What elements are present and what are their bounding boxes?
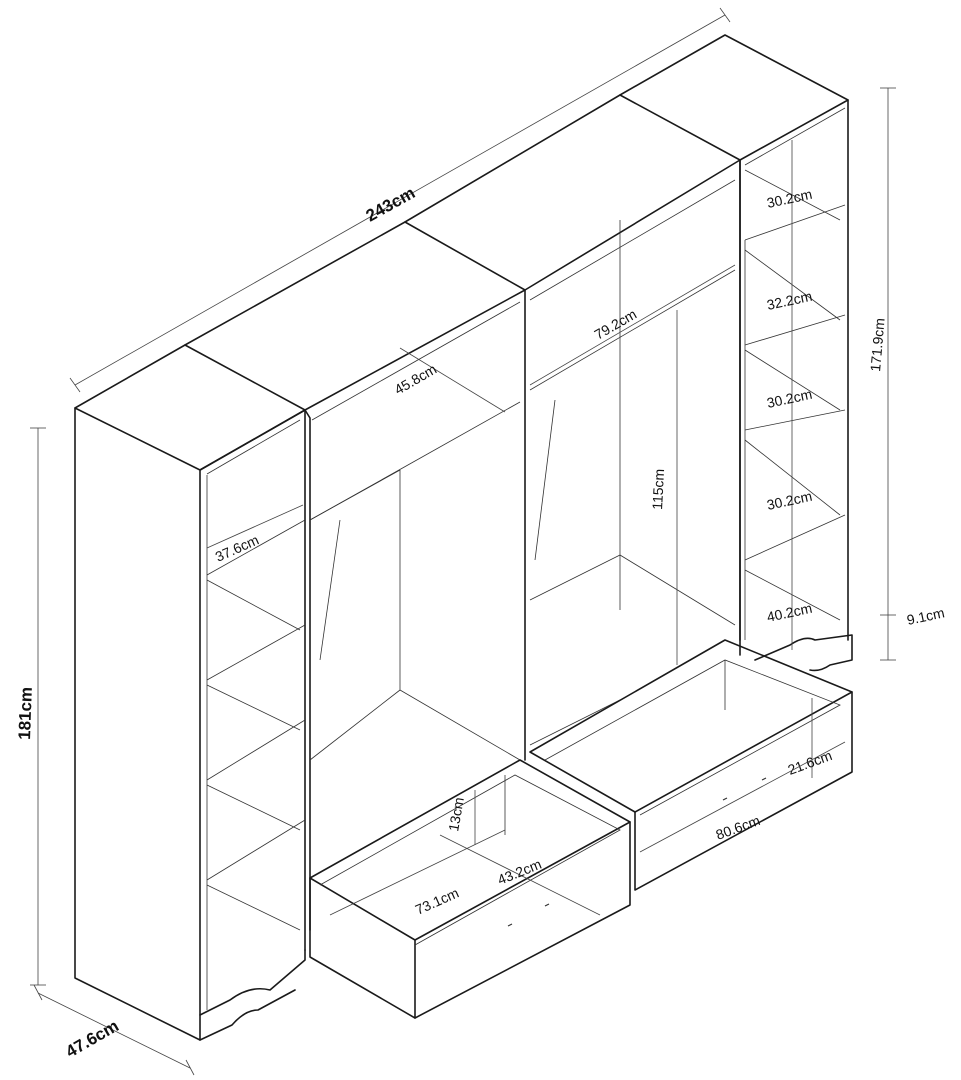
label-shelf-4: 30.2cm [765,488,813,513]
right-shelf-unit [619,34,853,672]
dimension-total-height: 181cm [15,427,46,986]
label-shelf-5: 40.2cm [765,600,813,625]
right-drawer [529,639,853,891]
left-shelf-unit [74,344,306,1041]
dimension-total-width: 243cm [69,7,731,393]
dimension-hanging: 115cm [649,310,678,665]
left-drawer [309,759,631,1019]
middle-right-bay [404,94,741,746]
label-rail: 79.2cm [592,306,640,343]
dimension-rail: 79.2cm [529,264,736,386]
label-drawer-left-height: 13cm [445,796,467,832]
label-hanging: 115cm [649,468,667,510]
label-right-height: 171.9cm [867,317,888,372]
dimension-right-drawer: 21.6cm 80.6cm [639,698,846,853]
label-shelf-3: 30.2cm [765,386,813,411]
label-total-height: 181cm [15,687,36,741]
middle-left-bay [184,221,526,931]
label-left-shelf: 37.6cm [213,531,261,564]
dimension-left-drawer: 13cm 73.1cm 43.2cm [329,790,601,918]
label-depth: 47.6cm [63,1016,122,1061]
label-shelf-2: 32.2cm [765,288,813,313]
dimension-top-compartment: 45.8cm [392,347,506,413]
dimension-right-height: 171.9cm [867,87,896,661]
label-drawer-left-width: 73.1cm [413,884,461,917]
dimension-depth: 47.6cm [33,984,195,1076]
label-top-compartment: 45.8cm [392,361,440,398]
dimension-left-shelf: 37.6cm [206,504,304,565]
label-shelf-1: 30.2cm [765,186,813,211]
label-drawer-right-width: 80.6cm [714,812,763,843]
dimension-plinth: 9.1cm [880,604,946,628]
label-plinth: 9.1cm [905,604,946,628]
dimension-right-shelves: 30.2cm 32.2cm 30.2cm 30.2cm 40.2cm [765,140,814,650]
